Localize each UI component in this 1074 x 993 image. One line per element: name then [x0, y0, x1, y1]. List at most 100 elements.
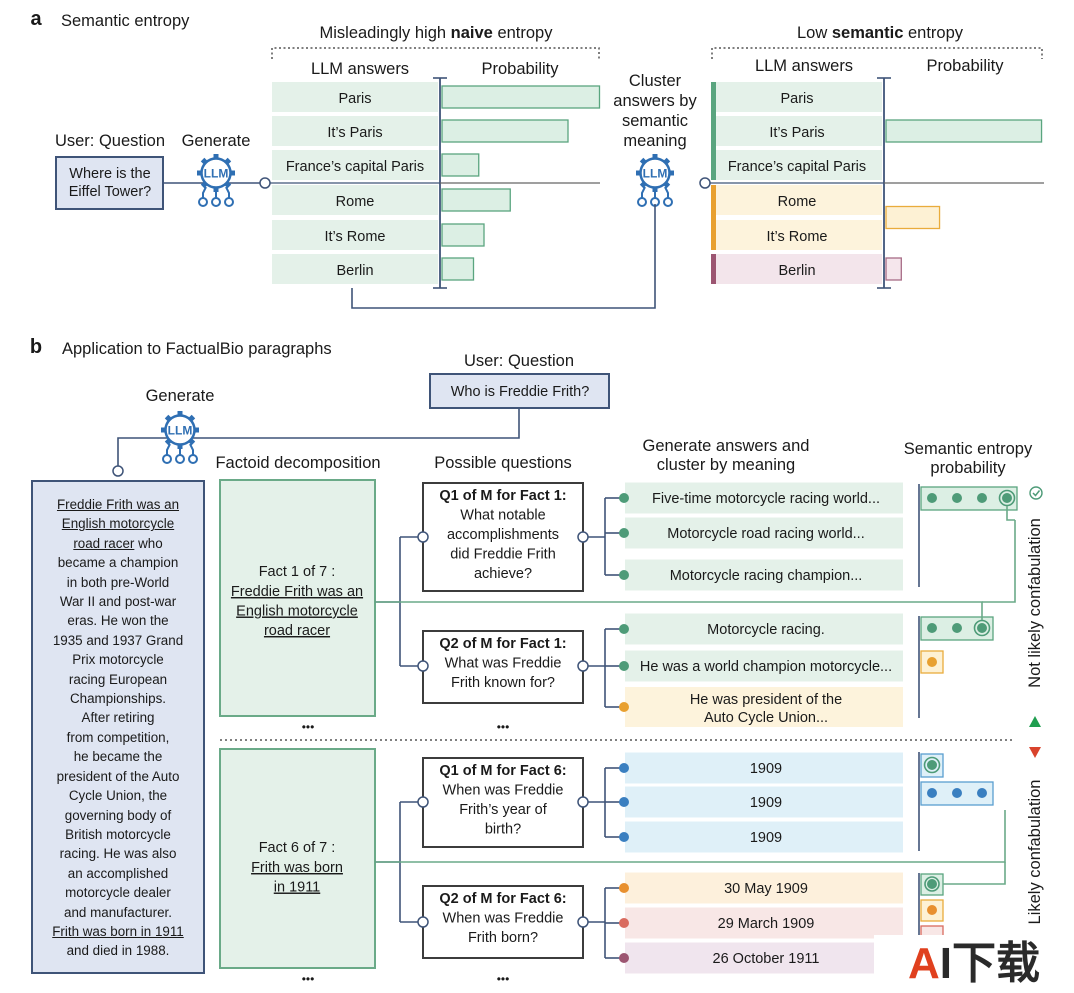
- llm-icon: LLM: [197, 154, 235, 207]
- naive-answer-text: Paris: [338, 91, 371, 107]
- bio-line: Prix motorcycle: [39, 650, 197, 669]
- answer-dot: [619, 883, 629, 893]
- panel-a-label: a: [30, 8, 42, 30]
- entropy-dot: [927, 760, 937, 770]
- bio-line: motorcycle dealer: [39, 883, 197, 902]
- semantic-col-answers-header: LLM answers: [755, 57, 853, 75]
- entropy-header-line: Semantic entropy: [904, 440, 1033, 458]
- cluster-llm-icon: LLM: [636, 154, 674, 207]
- bio-line: English motorcycle: [39, 514, 197, 533]
- semantic-header-bracket: [711, 47, 1043, 59]
- panel-b-label: b: [30, 336, 42, 358]
- cluster-label-line: semantic: [622, 112, 688, 130]
- bio-line-text: British motorcycle: [65, 826, 171, 842]
- circuit-node: [637, 197, 647, 207]
- gear-body: [164, 414, 196, 446]
- question-text-line: When was Freddie: [443, 911, 564, 927]
- question-box: [422, 630, 584, 704]
- bio-line: eras. He won the: [39, 611, 197, 630]
- bio-line-text: Championships.: [69, 691, 167, 707]
- answer-text: 1909: [750, 830, 782, 846]
- entropy-to-fact-connector: [1006, 506, 1015, 521]
- circuit-node: [175, 454, 185, 464]
- cluster-label-line: meaning: [623, 132, 686, 150]
- naive-answer-row: [272, 185, 438, 215]
- entropy-dot: [927, 623, 937, 633]
- bio-line-text: Cycle Union, the: [68, 788, 168, 804]
- naive-probability-bar: [441, 188, 511, 212]
- cluster-label-line: Cluster: [629, 72, 682, 90]
- cluster-probability-bar: [885, 205, 941, 230]
- naive-probability-bar: [441, 85, 601, 109]
- entropy-dot: [927, 493, 937, 503]
- bio-node: [112, 465, 124, 477]
- fact-title: Fact 1 of 7 :: [259, 564, 336, 580]
- semantic-entropy-header-part: Low: [797, 24, 832, 42]
- bio-line-text: Frith was born in 1911: [52, 923, 184, 939]
- bio-line: Frith was born in 1911: [39, 922, 197, 941]
- panel-a-user-question-label: User: Question: [55, 132, 165, 150]
- bio-line-text: motorcycle dealer: [65, 885, 171, 901]
- ellipsis-facts: •••: [302, 972, 315, 986]
- naive-to-cluster-connector: [351, 204, 656, 309]
- bio-line-text: road racer: [73, 535, 135, 551]
- entropy-ring: [998, 489, 1016, 507]
- question-text-line: When was Freddie: [443, 783, 564, 799]
- semantic-answer-row: [716, 150, 882, 180]
- entropy-to-fact-connector: [982, 520, 1016, 603]
- ellipsis-questions: •••: [497, 972, 510, 986]
- answer-dot: [619, 528, 629, 538]
- semantic-answer-row: [716, 116, 882, 146]
- answer-row: [625, 821, 903, 853]
- bio-line-text: governing body of: [64, 807, 172, 823]
- llm-icon-label: LLM: [168, 424, 193, 438]
- naive-answer-text: It’s Paris: [327, 125, 382, 141]
- answer-text: He was a world champion motorcycle...: [640, 659, 892, 675]
- panel-a-question-line: Where is the: [69, 166, 150, 182]
- answer-dot: [619, 624, 629, 634]
- circuit-node: [224, 197, 234, 207]
- question-text-line: Frith’s year of: [459, 802, 548, 818]
- bio-line: 1935 and 1937 Grand: [39, 631, 197, 650]
- bio-line: Cycle Union, the: [39, 786, 197, 805]
- answer-text: Motorcycle road racing world...: [667, 526, 864, 542]
- answer-row: [625, 482, 903, 514]
- entropy-dot: [952, 788, 962, 798]
- entropy-ring: [973, 619, 991, 637]
- semantic-entropy-header: Low semantic entropy: [797, 24, 964, 42]
- naive-entropy-header: Misleadingly high naive entropy: [320, 24, 554, 42]
- circuit-lines: [641, 186, 669, 198]
- watermark-logo: AI下载: [874, 935, 1074, 993]
- answer-text-line: He was president of the: [690, 692, 842, 708]
- naive-answer-text: Rome: [336, 194, 375, 210]
- naive-probability-bar: [441, 153, 480, 177]
- panel-b-llm-icon: LLM: [161, 411, 199, 464]
- answer-row: [625, 517, 903, 549]
- bio-line: War II and post-war: [39, 592, 197, 611]
- question-title: Q2 of M for Fact 6:: [439, 891, 566, 907]
- answer-row: [625, 907, 903, 939]
- semantic-answer-text: It’s Rome: [767, 229, 828, 245]
- answer-text: 26 October 1911: [713, 951, 820, 967]
- llm-icon-label: LLM: [643, 167, 668, 181]
- bio-line-text: racing European: [68, 671, 168, 687]
- entropy-dot: [927, 879, 937, 889]
- gear-tooth: [177, 411, 183, 417]
- bio-line: president of the Auto: [39, 767, 197, 786]
- bio-line: Championships.: [39, 689, 197, 708]
- bio-line: British motorcycle: [39, 825, 197, 844]
- entropy-ring: [924, 876, 940, 892]
- question-text-line: What notable: [460, 508, 545, 524]
- semantic-answer-row: [716, 220, 882, 250]
- question-output-node: [577, 916, 589, 928]
- panel-a-generate-label: Generate: [182, 132, 251, 150]
- question-input-node: [417, 916, 429, 928]
- semantic-answer-row: [716, 254, 882, 284]
- fact-box: [219, 748, 376, 969]
- panel-b-user-question-label: User: Question: [464, 352, 574, 370]
- question-input-node: [417, 660, 429, 672]
- entropy-dot: [927, 905, 937, 915]
- circuit-node: [162, 454, 172, 464]
- fact-text-line: road racer: [264, 623, 330, 639]
- semantic-answer-text: Berlin: [778, 263, 815, 279]
